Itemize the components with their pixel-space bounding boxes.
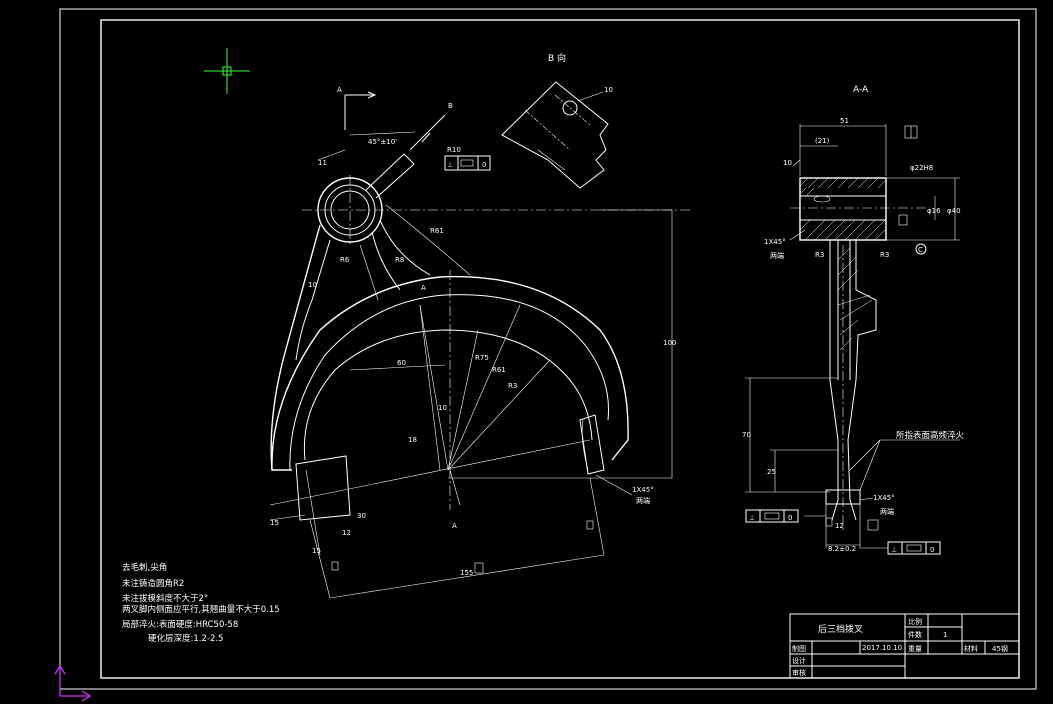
sec-r3: R3 bbox=[815, 251, 824, 259]
sec-dim-25: 25 bbox=[767, 468, 776, 476]
sec-dim-phi16: φ16 bbox=[927, 207, 941, 215]
dim-18: 18 bbox=[408, 436, 417, 444]
section-hatch-bottom bbox=[799, 219, 887, 241]
sec-dim-10: 10 bbox=[783, 159, 792, 167]
title-drawn-label: 制图 bbox=[792, 644, 806, 653]
b-view-label: B 向 bbox=[548, 52, 566, 64]
note-line-1: 去毛刺,尖角 bbox=[122, 562, 167, 573]
b-view-dim: 10 bbox=[604, 86, 613, 94]
dim-both-sides-right: 两端 bbox=[636, 496, 650, 505]
section-a-a-label: A-A bbox=[853, 85, 869, 95]
dim-10-b: 10 bbox=[438, 404, 447, 412]
sec-dim-12: 12 bbox=[835, 522, 844, 530]
dim-r61: R61 bbox=[430, 227, 444, 235]
dim-chamfer-right: 1X45° bbox=[632, 486, 654, 494]
sec-r3-b: R3 bbox=[880, 251, 889, 259]
title-part-name: 后三档拨叉 bbox=[818, 623, 863, 635]
tol-frame-2-symbol: ⊥ bbox=[749, 514, 755, 522]
dim-r10-note: R10 bbox=[447, 146, 461, 154]
dim-15-left: 15 bbox=[270, 519, 279, 527]
dim-10: 10 bbox=[308, 281, 317, 289]
sec-dim-width: 8.2±0.2 bbox=[828, 545, 856, 553]
sec-chamfer-1: 1X45° bbox=[764, 238, 786, 246]
tol-frame-3-value: 0 bbox=[930, 546, 934, 554]
title-weight-label: 重量 bbox=[908, 645, 922, 653]
crosshair-cursor-icon bbox=[204, 48, 250, 94]
note-line-3: 未注拔模斜度不大于2° bbox=[122, 593, 208, 604]
dim-r61-b: R61 bbox=[492, 366, 506, 374]
tolerance-frame-left: ⊥ 0 bbox=[745, 509, 799, 523]
note-line-2: 未注铸造圆角R2 bbox=[122, 578, 184, 589]
sheet-border bbox=[59, 8, 1037, 690]
section-hatch-top bbox=[799, 177, 887, 197]
title-qty-label: 件数 bbox=[908, 630, 922, 639]
title-check-label: 审核 bbox=[792, 668, 806, 677]
sec-dim-21: (21) bbox=[815, 137, 830, 145]
cut-mark-a-bottom: A bbox=[452, 522, 457, 530]
sec-dim-70: 70 bbox=[742, 431, 751, 439]
section-a-a-view: A-A bbox=[742, 85, 965, 553]
tol-frame-1-symbol: ⊥ bbox=[447, 161, 453, 169]
main-view-dimensions: A 45°±10' B ⊥ 0 R10 11 R61 R6 R8 10 A 60… bbox=[269, 86, 676, 599]
tolerance-frame-right: ⊥ 0 bbox=[887, 541, 941, 555]
dim-100: 100 bbox=[663, 339, 676, 347]
note-line-4: 两叉脚内侧面应平行,其翘曲量不大于0.15 bbox=[122, 604, 280, 615]
tol-frame-1-value: 0 bbox=[482, 161, 486, 169]
main-view-fork bbox=[269, 153, 690, 556]
datum-c: C bbox=[918, 246, 923, 254]
sec-both-1: 两端 bbox=[770, 251, 784, 260]
sec-note-hardening: 所指表面高频淬火 bbox=[896, 430, 965, 441]
dim-12-left: 12 bbox=[342, 529, 351, 537]
dim-angle-45: 45°±10' bbox=[368, 138, 397, 146]
note-line-6: 硬化层深度:1.2-2.5 bbox=[148, 633, 223, 644]
dim-155: 155 bbox=[460, 569, 473, 577]
sec-dim-phi22: φ22H8 bbox=[910, 164, 933, 172]
dim-r6: R6 bbox=[340, 256, 350, 264]
dim-15: 15 bbox=[312, 547, 321, 555]
dim-60: 60 bbox=[397, 359, 406, 367]
title-design-label: 设计 bbox=[792, 656, 806, 665]
technical-notes: 去毛刺,尖角 未注铸造圆角R2 未注拔模斜度不大于2° 两叉脚内侧面应平行,其翘… bbox=[122, 562, 280, 644]
dim-r8: R8 bbox=[395, 256, 404, 264]
tol-frame-3-symbol: ⊥ bbox=[891, 546, 897, 554]
sec-chamfer-2: 1X45° bbox=[873, 494, 895, 502]
ucs-axis-icon bbox=[54, 664, 92, 702]
title-scale-label: 比例 bbox=[908, 617, 922, 626]
b-direction-view: B 向 10 bbox=[501, 52, 613, 189]
sec-both-2: 两端 bbox=[880, 507, 894, 516]
dim-r3: R3 bbox=[508, 382, 517, 390]
sec-dim-phi40: φ40 bbox=[947, 207, 961, 215]
sec-dim-51: 51 bbox=[840, 117, 849, 125]
title-drawn-date: 2017.10.10 bbox=[862, 644, 902, 652]
dim-11: 11 bbox=[318, 159, 327, 167]
title-block: 后三档拨叉 比例 件数 1 重量 材料 45钢 制图 2017.10.10 设计… bbox=[789, 613, 1020, 679]
title-material-value: 45钢 bbox=[992, 644, 1008, 653]
cut-mark-a-top: A bbox=[337, 86, 342, 94]
title-material-label: 材料 bbox=[964, 644, 978, 653]
tol-frame-2-value: 0 bbox=[788, 514, 792, 522]
dim-30: 30 bbox=[357, 512, 366, 520]
cut-mark-a-mid: A bbox=[421, 284, 426, 292]
cut-mark-b-arrow: B bbox=[448, 102, 453, 110]
title-qty-value: 1 bbox=[943, 631, 947, 639]
note-line-5: 局部淬火:表面硬度:HRC50-58 bbox=[122, 619, 238, 630]
dim-r75: R75 bbox=[475, 354, 489, 362]
